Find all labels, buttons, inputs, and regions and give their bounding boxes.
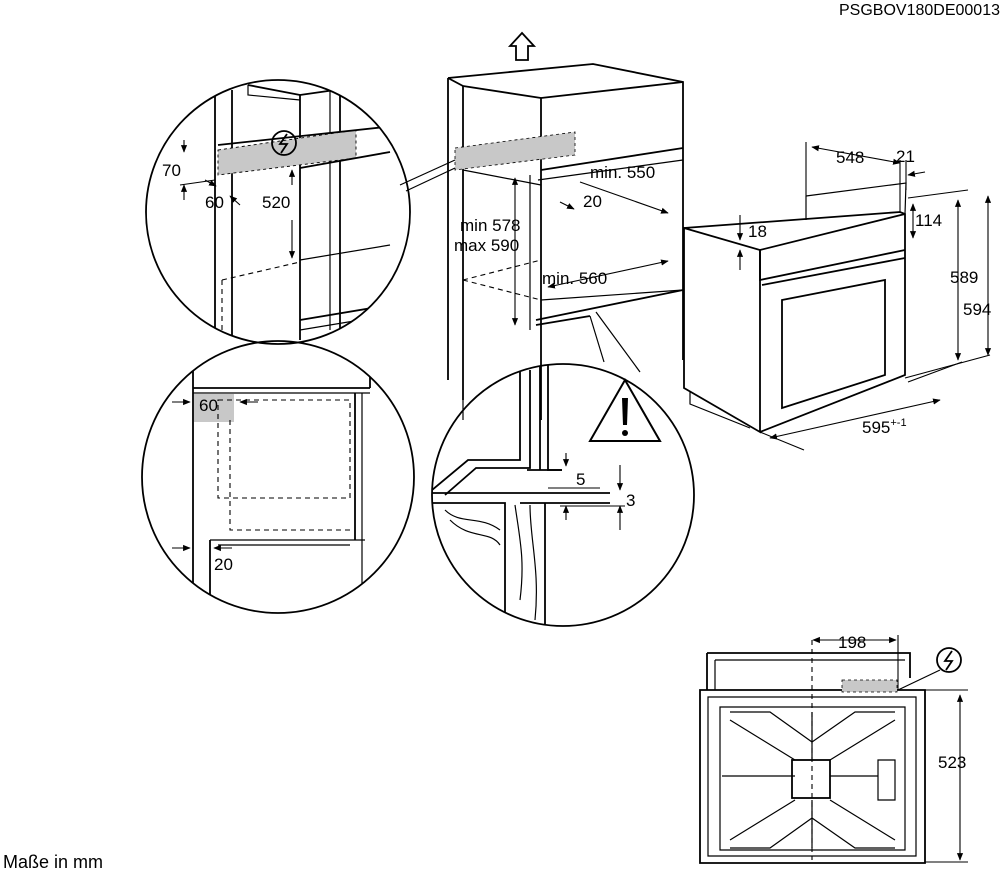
label-min-578: min 578 (460, 216, 520, 235)
label-523: 523 (938, 753, 966, 772)
label-21: 21 (896, 147, 915, 166)
label-594: 594 (963, 300, 991, 319)
label-70: 70 (162, 161, 181, 180)
label-595: 595+-1 (862, 417, 907, 437)
label-20-cabinet: 20 (583, 192, 602, 211)
label-60-top: 60 (205, 193, 224, 212)
label-595-tolerance: +-1 (890, 417, 906, 429)
oven-drawing: 548 21 18 114 589 594 595+-1 (683, 142, 991, 451)
document-code: PSGBOV180DE00013 (839, 2, 1000, 19)
detail-top-left: 70 60 520 (145, 79, 411, 345)
label-3: 3 (626, 491, 635, 510)
units-note: Maße in mm (3, 852, 103, 872)
label-5: 5 (576, 470, 585, 489)
label-589: 589 (950, 268, 978, 287)
cabinet-drawing: min 578 max 590 min. 550 20 min. 560 (399, 31, 684, 420)
label-20-bottom: 20 (214, 555, 233, 574)
electric-hazard-icon (271, 130, 297, 156)
label-520: 520 (262, 193, 290, 212)
label-min-550: min. 550 (590, 163, 655, 182)
detail-bottom-left: 60 20 (141, 340, 415, 614)
label-60-bottom: 60 (199, 396, 218, 415)
detail-bottom-center: 5 3 (431, 363, 695, 627)
label-114: 114 (915, 211, 942, 230)
label-min-560: min. 560 (542, 269, 607, 288)
label-max-590: max 590 (454, 236, 519, 255)
label-548: 548 (836, 148, 864, 167)
back-view-drawing: 198 523 (699, 633, 968, 864)
up-arrow-icon (507, 31, 537, 61)
label-18: 18 (748, 222, 767, 241)
label-198: 198 (838, 633, 866, 652)
